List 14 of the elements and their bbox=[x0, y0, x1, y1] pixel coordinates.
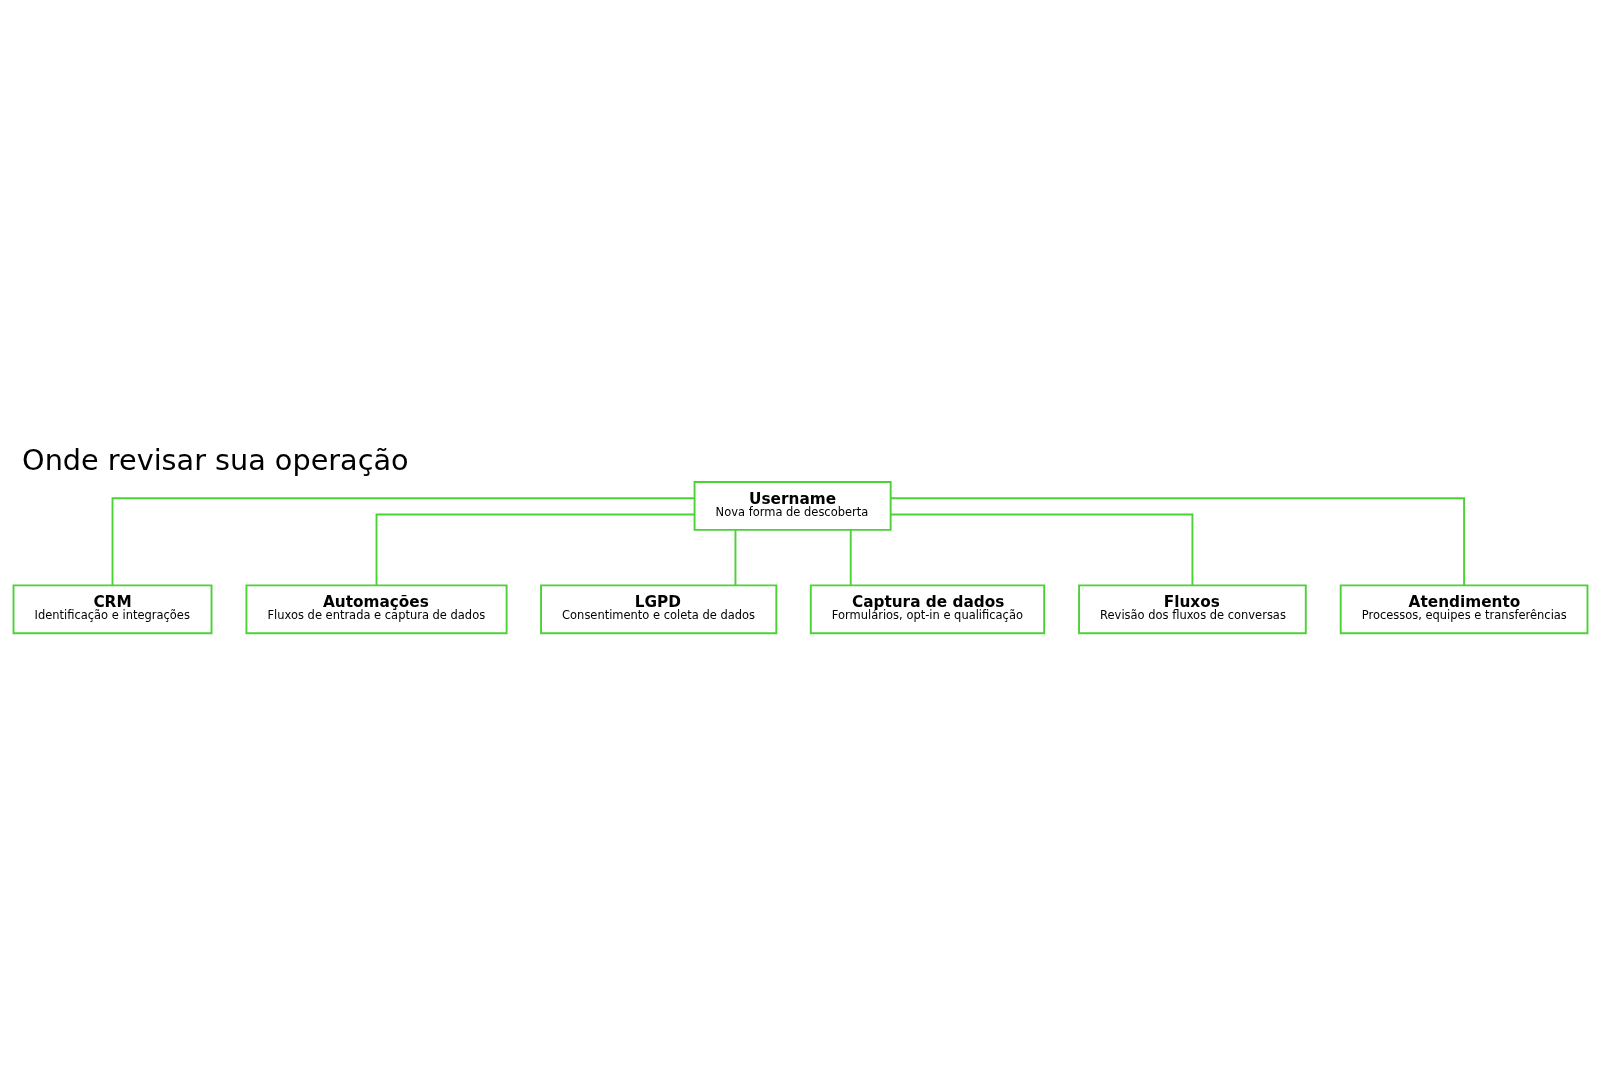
node-box: Username Nova forma de descoberta bbox=[693, 480, 892, 531]
node-box: Captura de dados Formulários, opt-in e qualificação bbox=[809, 583, 1046, 634]
node-box: LGPD Consentimento e coleta de dados bbox=[540, 583, 778, 634]
connector bbox=[375, 513, 696, 586]
connector bbox=[849, 528, 852, 586]
node-box: Fluxos Revisão dos fluxos de conversas bbox=[1078, 583, 1307, 634]
connector bbox=[889, 513, 1194, 586]
diagram-title: Onde revisar sua operação bbox=[22, 442, 409, 477]
node-box: Automações Fluxos de entrada e captura de dados bbox=[245, 583, 508, 634]
node-box: CRM Identificação e integrações bbox=[12, 583, 213, 634]
connector bbox=[734, 528, 737, 586]
connector bbox=[890, 496, 1466, 586]
node-box: Atendimento Processos, equipes e transferências bbox=[1339, 583, 1589, 634]
connector bbox=[111, 496, 696, 586]
